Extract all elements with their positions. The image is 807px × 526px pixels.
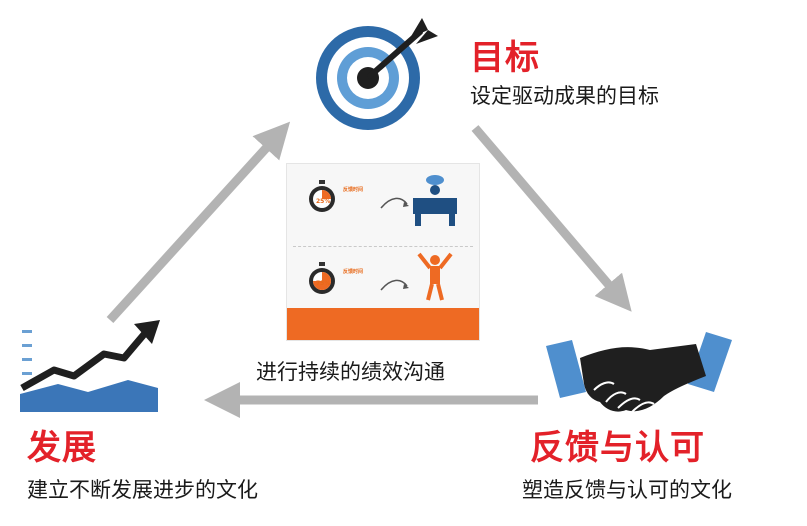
- illustration-panel: 25% 反馈时间 75% 反馈时间: [286, 163, 480, 341]
- panel-divider: [293, 246, 473, 247]
- bottom-percent: 75%: [316, 280, 331, 287]
- center-label: 进行持续的绩效沟通: [256, 360, 445, 384]
- top-highlight: 反馈时间: [343, 187, 364, 193]
- celebrating-person-icon: [417, 252, 453, 301]
- arrow-up-left: [106, 121, 291, 324]
- target-icon: [316, 18, 438, 130]
- curved-arrow-icon: [380, 279, 409, 291]
- growth-chart-icon: [20, 320, 160, 412]
- goal-description: 设定驱动成果的目标: [470, 84, 659, 108]
- panel-orange-band: [287, 308, 479, 340]
- desk-worker-icon: [413, 175, 457, 226]
- feedback-description: 塑造反馈与认可的文化: [522, 478, 732, 502]
- feedback-title: 反馈与认可: [530, 428, 705, 468]
- development-description: 建立不断发展进步的文化: [27, 478, 258, 502]
- top-note: 反馈时间: [343, 186, 363, 193]
- stopwatch-icon: [309, 262, 335, 294]
- curved-arrow-icon: [380, 197, 409, 209]
- goal-title: 目标: [470, 38, 540, 78]
- handshake-icon: [546, 332, 732, 413]
- development-title: 发展: [27, 428, 97, 468]
- arrow-down-right: [471, 125, 632, 312]
- bottom-highlight: 反馈时间: [343, 269, 364, 275]
- bottom-note: 反馈时间: [343, 268, 363, 275]
- top-percent: 25%: [316, 198, 331, 205]
- stopwatch-icon: [309, 180, 335, 212]
